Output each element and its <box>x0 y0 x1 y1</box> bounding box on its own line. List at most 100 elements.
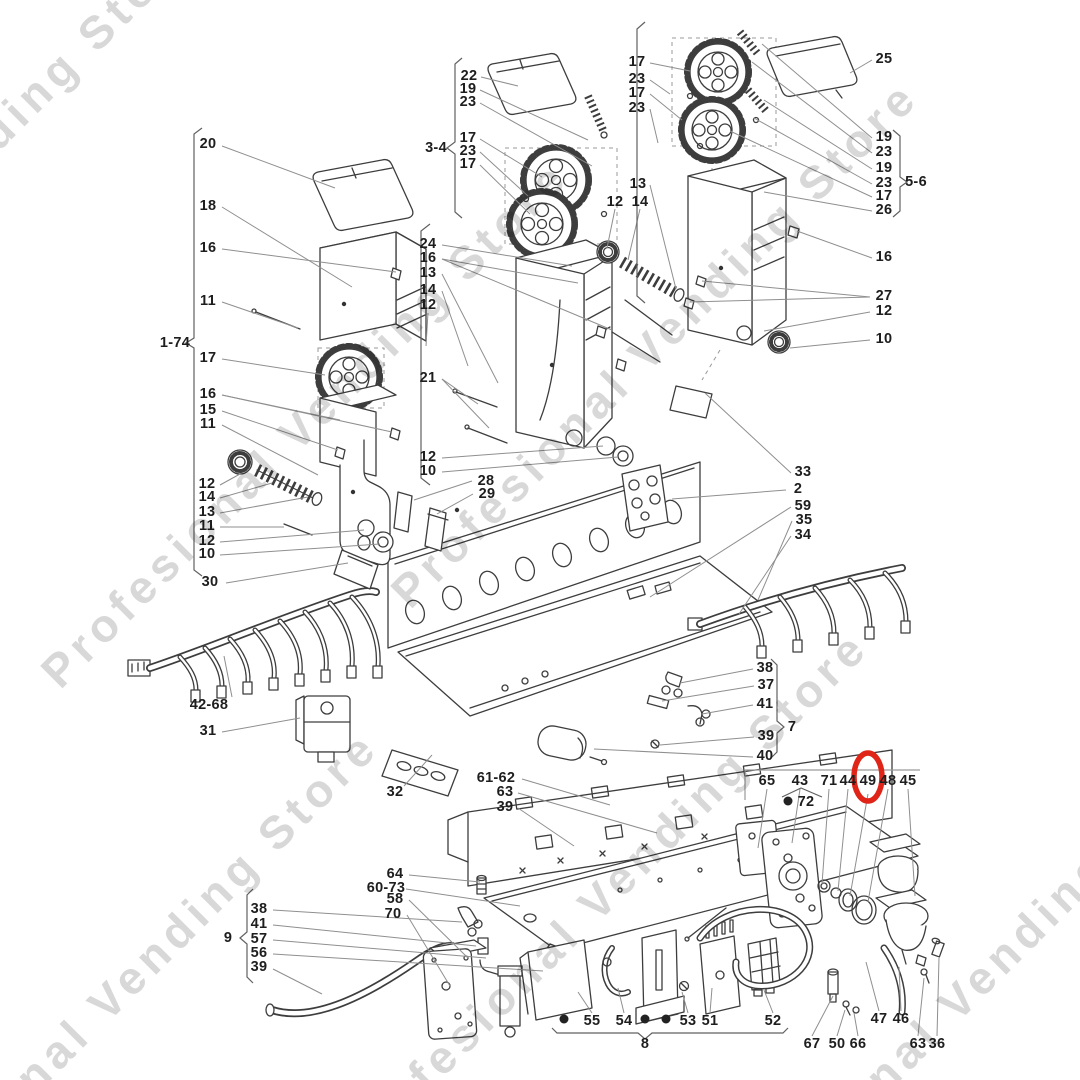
part-label-25: 25 <box>875 51 893 67</box>
part-label-23: 23 <box>875 144 893 160</box>
part-label-51: 51 <box>701 1013 719 1029</box>
part-label-9: 9 <box>223 930 233 946</box>
part-label-46: 46 <box>892 1011 910 1027</box>
part-label-17: 17 <box>199 350 217 366</box>
chute-30 <box>333 549 379 590</box>
part-label-17: 17 <box>628 54 646 70</box>
part-label-49: 49 <box>859 773 877 789</box>
part-label-12: 12 <box>198 533 216 549</box>
spring-19 <box>584 94 608 139</box>
part-label-13: 13 <box>419 265 437 281</box>
part-label-42-68: 42-68 <box>189 697 229 713</box>
part-label-1-74: 1-74 <box>159 335 191 351</box>
part-label-2: 2 <box>793 481 803 497</box>
part-label-17: 17 <box>628 85 646 101</box>
part-label-7: 7 <box>787 719 797 735</box>
part-label-23: 23 <box>628 100 646 116</box>
part-label-16: 16 <box>199 240 217 256</box>
auger-spiral-14 <box>254 464 316 504</box>
part-label-5-6: 5-6 <box>905 174 927 190</box>
part-label-13: 13 <box>629 176 647 192</box>
pin-21b <box>467 427 508 444</box>
part-label-11: 11 <box>200 293 216 309</box>
part-label-38: 38 <box>756 660 774 676</box>
part-label-12: 12 <box>419 449 437 465</box>
part-label-27: 27 <box>875 288 893 304</box>
washer-13 <box>311 492 323 506</box>
part-label-64: 64 <box>386 866 404 882</box>
part-label-52: 52 <box>764 1013 782 1029</box>
part-label-39: 39 <box>250 959 268 975</box>
bullet-dot <box>640 1014 650 1024</box>
part-label-50: 50 <box>828 1036 846 1052</box>
part-label-12: 12 <box>875 303 893 319</box>
label-plate <box>669 385 713 419</box>
hose-46 <box>880 944 906 1016</box>
part-label-34: 34 <box>794 527 812 543</box>
group-brackets <box>184 21 920 1040</box>
bullet-dot <box>783 796 793 806</box>
part-label-48: 48 <box>879 773 897 789</box>
part-label-39: 39 <box>757 728 775 744</box>
part-label-37: 37 <box>757 677 775 693</box>
part-label-15: 15 <box>199 402 217 418</box>
part-label-30: 30 <box>201 574 219 590</box>
chute-28-29 <box>393 491 449 552</box>
canister-body-18 <box>319 231 427 342</box>
pin-21a <box>455 391 498 408</box>
cable-harness-right <box>687 564 911 659</box>
canister-lid-25 <box>766 35 858 99</box>
part-label-17: 17 <box>875 188 893 204</box>
part-label-8: 8 <box>640 1036 650 1052</box>
screw-64 <box>476 874 487 895</box>
part-label-17: 17 <box>459 130 477 146</box>
part-label-21: 21 <box>419 370 437 386</box>
part-label-19: 19 <box>875 160 893 176</box>
part-label-12: 12 <box>606 194 624 210</box>
part-label-29: 29 <box>478 486 496 502</box>
part-label-31: 31 <box>199 723 217 739</box>
part-label-53: 53 <box>679 1013 697 1029</box>
part-label-55: 55 <box>583 1013 601 1029</box>
part-label-17: 17 <box>459 156 477 172</box>
canister-body-24 <box>515 239 627 449</box>
part-label-67: 67 <box>803 1036 821 1052</box>
part-label-23: 23 <box>459 143 477 159</box>
part-label-72: 72 <box>797 794 815 810</box>
part-label-54: 54 <box>615 1013 633 1029</box>
part-label-16: 16 <box>419 250 437 266</box>
part-label-19: 19 <box>459 81 477 97</box>
part-label-43: 43 <box>791 773 809 789</box>
part-label-59: 59 <box>794 498 812 514</box>
canister-body-26 <box>683 159 800 346</box>
part-label-14: 14 <box>198 489 216 505</box>
outlet-knob-10 <box>767 330 791 354</box>
middle-tray <box>397 555 773 717</box>
part-label-22: 22 <box>460 68 478 84</box>
hose-fittings <box>646 671 711 749</box>
gear-icon <box>684 38 752 106</box>
part-label-57: 57 <box>250 931 268 947</box>
part-dots <box>341 265 724 513</box>
dispense-motor <box>295 695 351 763</box>
gasket-strip <box>381 749 459 797</box>
part-label-16: 16 <box>199 386 217 402</box>
hose-47 <box>696 905 814 990</box>
part-label-60-73: 60-73 <box>366 880 406 896</box>
part-label-3-4: 3-4 <box>425 140 447 156</box>
part-label-28: 28 <box>477 473 495 489</box>
washer-13c <box>673 288 685 302</box>
bullet-dot <box>559 1014 569 1024</box>
part-label-24: 24 <box>419 236 437 252</box>
part-label-71: 71 <box>820 773 838 789</box>
part-label-63: 63 <box>496 784 514 800</box>
bullet-dot <box>661 1014 671 1024</box>
part-label-12: 12 <box>419 297 437 313</box>
part-label-32: 32 <box>386 784 404 800</box>
canister-lid-20 <box>312 158 414 232</box>
part-label-41: 41 <box>756 696 774 712</box>
part-label-13: 13 <box>198 504 216 520</box>
canister-lid-22 <box>487 52 577 116</box>
